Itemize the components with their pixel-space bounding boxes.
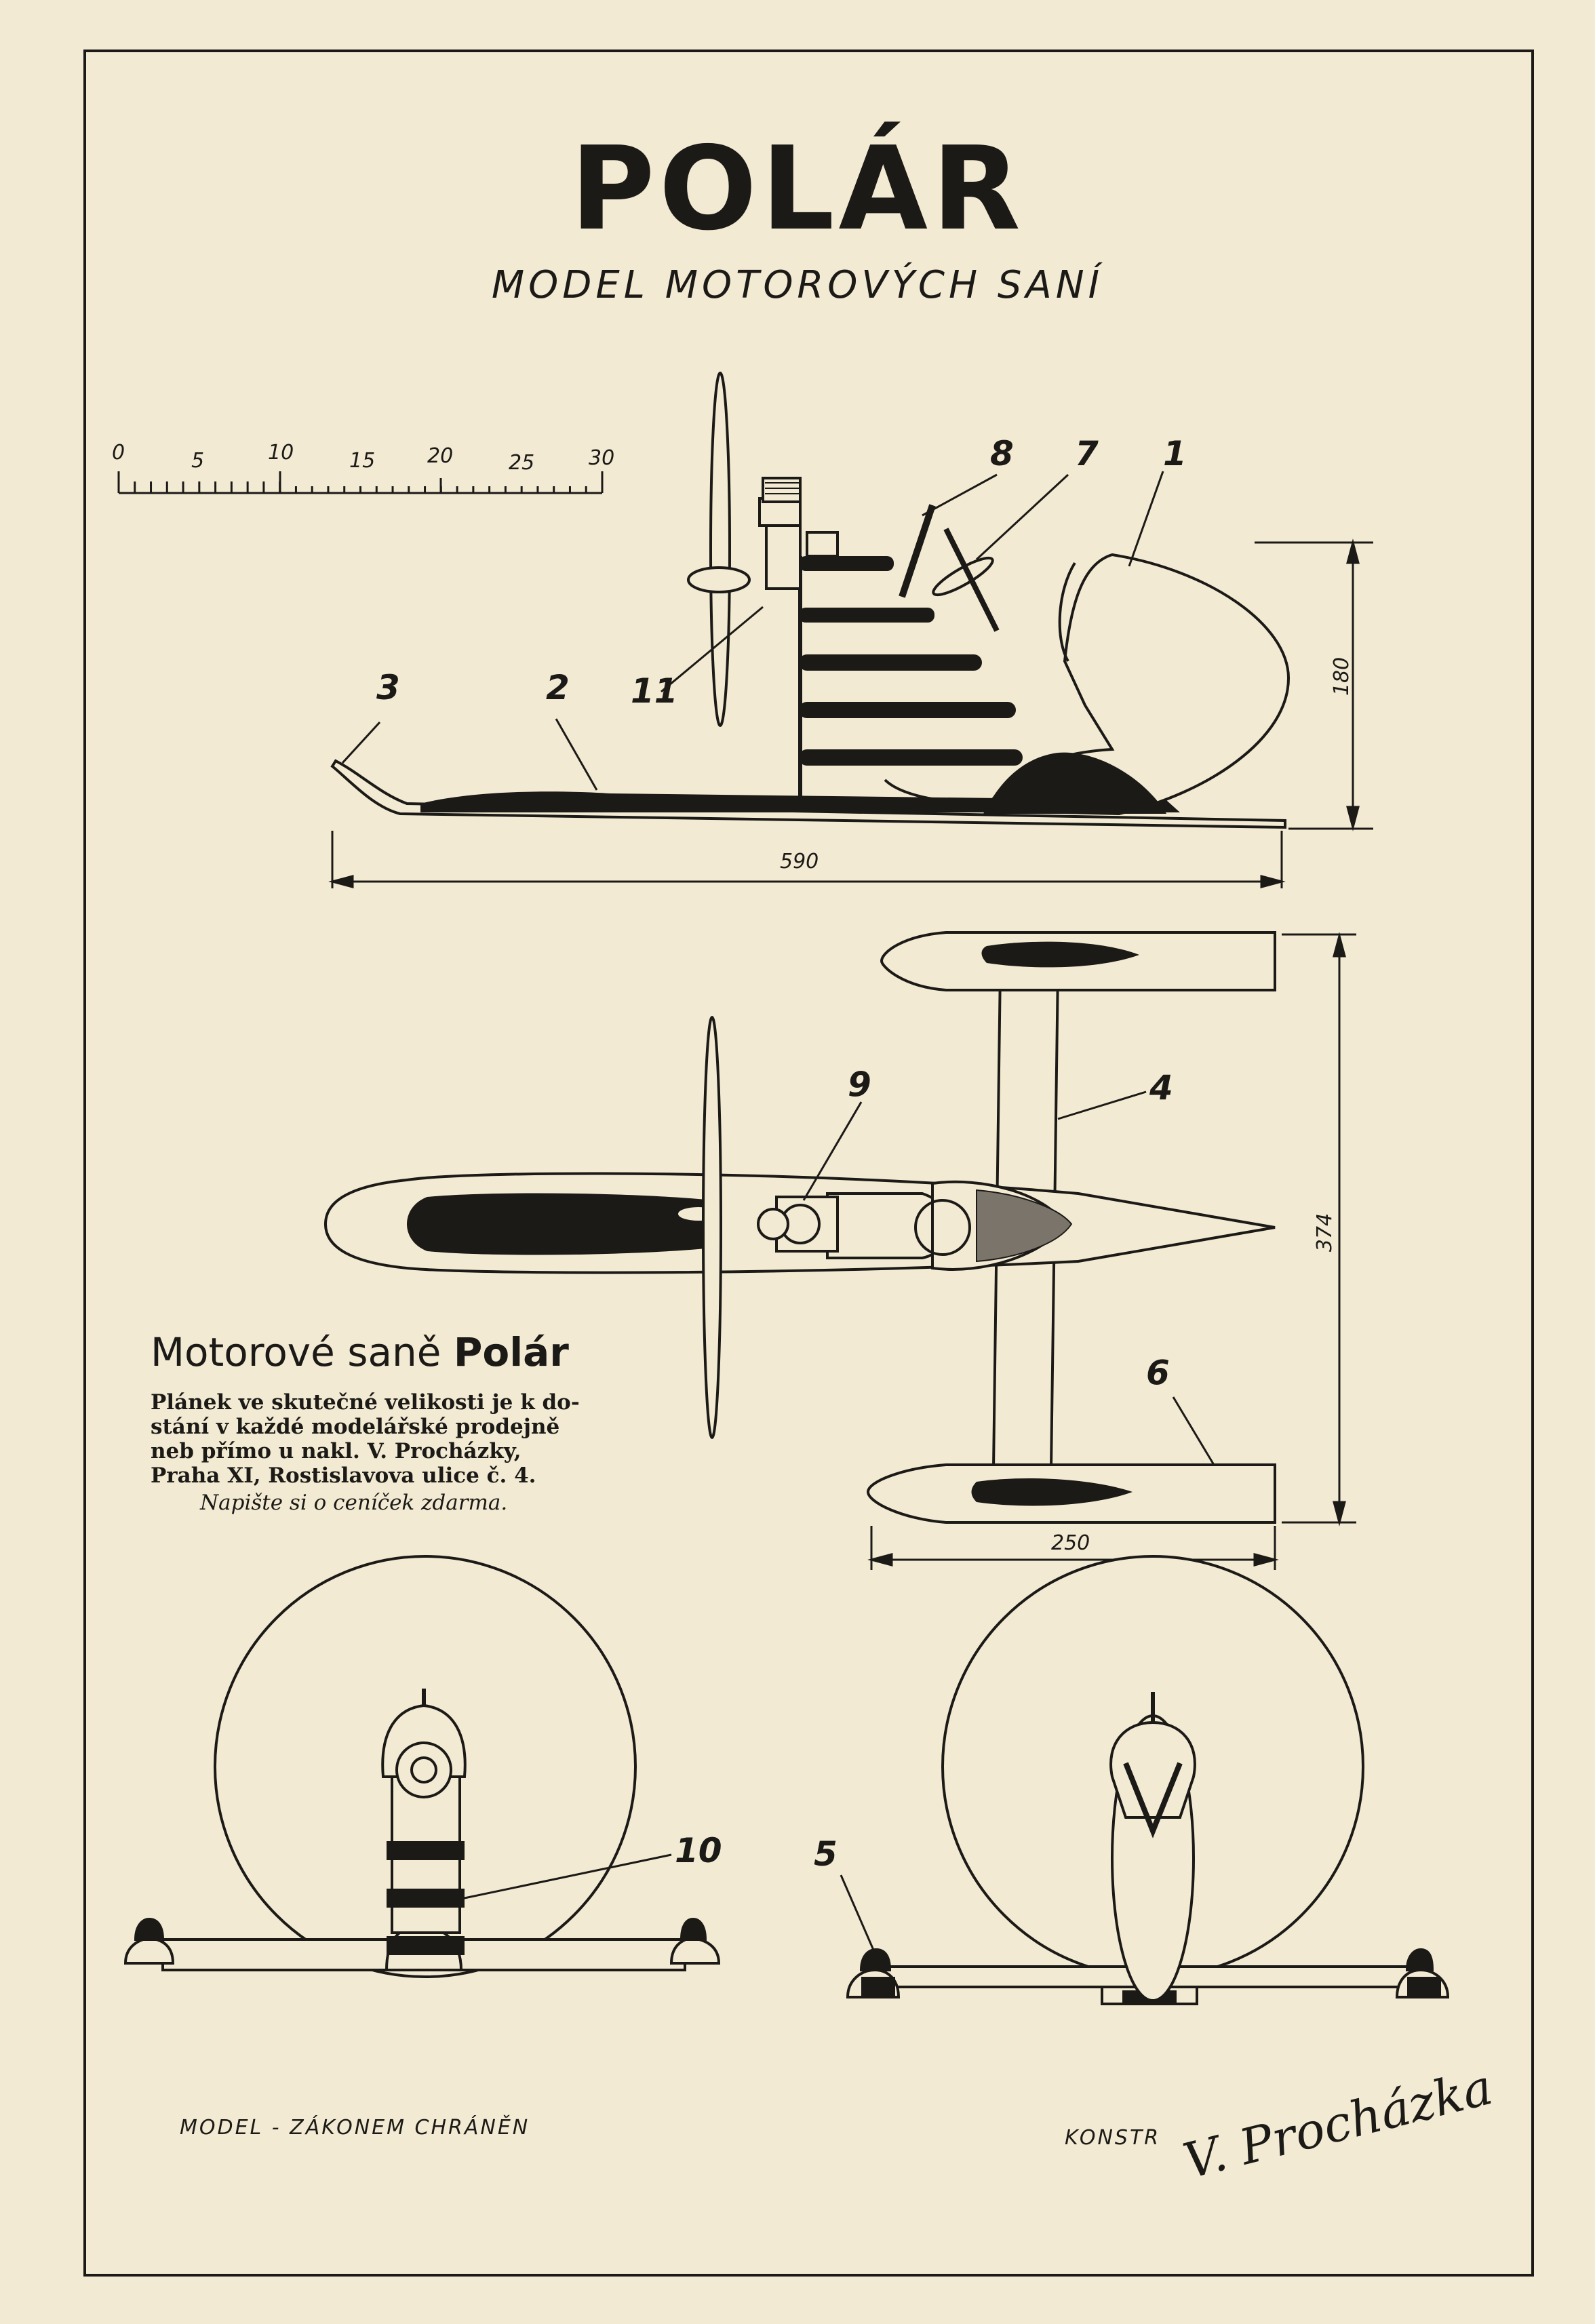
scale-label-0: 0 (112, 441, 125, 465)
page-border (83, 50, 1534, 2277)
callout-2: 2 (546, 668, 570, 707)
advert-note: Napište si o ceníček zdarma. (200, 1491, 508, 1515)
side-view (328, 372, 1373, 888)
callout-7: 7 (1075, 434, 1099, 473)
callout-1: 1 (1163, 434, 1187, 473)
dim-length-590: 590 (780, 850, 819, 873)
callout-10: 10 (675, 1831, 722, 1870)
scale-bar (117, 471, 604, 494)
scale-label-25: 25 (509, 451, 535, 475)
dim-depth-250: 250 (1051, 1531, 1090, 1555)
footer-copyright: MODEL - ZÁKONEM CHRÁNĚN (180, 2116, 530, 2140)
advert-line-3: neb přímo u nakl. V. Procházky, (151, 1439, 521, 1463)
plan-title: POLÁR (570, 122, 1025, 256)
plan-subtitle: MODEL MOTOROVÝCH SANÍ (491, 263, 1104, 307)
dim-height-180: 180 (1330, 656, 1354, 696)
advert-heading: Motorové saně Polár (151, 1329, 569, 1375)
scale-label-5: 5 (191, 449, 205, 473)
dim-width-374: 374 (1313, 1213, 1337, 1253)
callout-4: 4 (1149, 1068, 1173, 1107)
callout-8: 8 (990, 434, 1014, 473)
advert-line-4: Praha XI, Rostislavova ulice č. 4. (151, 1463, 536, 1488)
footer-konstr-label: KONSTR (1065, 2126, 1161, 2150)
top-view (323, 931, 1356, 1570)
callout-3: 3 (376, 668, 400, 707)
callout-5: 5 (814, 1834, 838, 1874)
advert-line-2: stání v každé modelářské prodejně (151, 1415, 560, 1439)
rear-view (123, 1555, 721, 1978)
callout-9: 9 (848, 1065, 871, 1104)
scale-label-10: 10 (268, 441, 294, 465)
scale-label-20: 20 (427, 444, 454, 468)
advert-line-1: Plánek ve skutečné velikosti je k do- (151, 1390, 580, 1415)
scale-label-30: 30 (589, 446, 615, 470)
callout-11: 11 (631, 671, 678, 711)
front-view (840, 1555, 1450, 2005)
advert-heading-prefix: Motorové saně (151, 1329, 441, 1375)
advert-heading-name: Polár (453, 1329, 569, 1375)
callout-6: 6 (1146, 1353, 1170, 1392)
scale-label-15: 15 (349, 449, 376, 473)
